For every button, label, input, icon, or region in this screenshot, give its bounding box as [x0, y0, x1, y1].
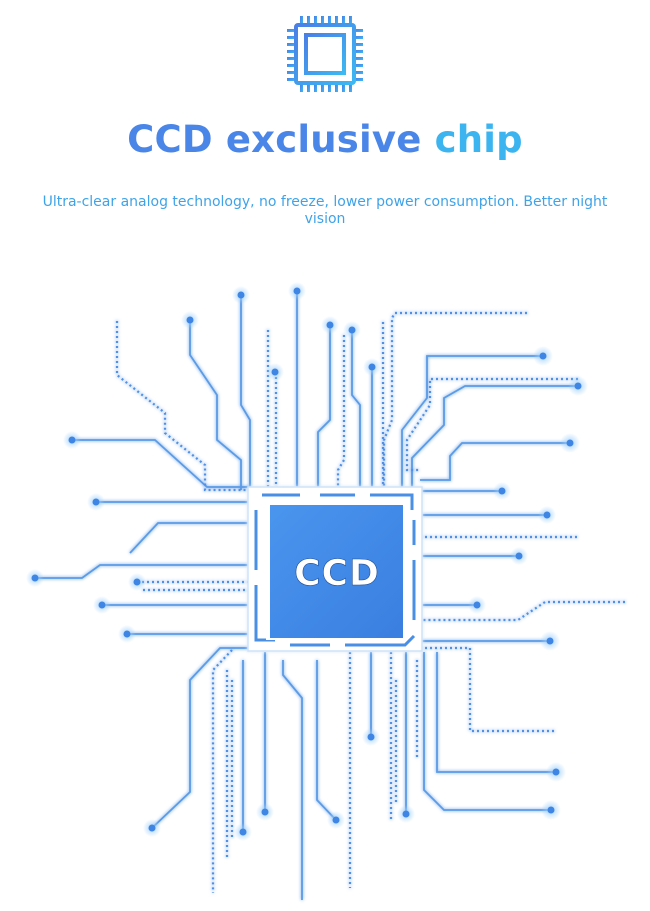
chip-label-ccd: CCD	[294, 553, 380, 594]
trace-endpoint-nodes	[26, 282, 588, 841]
title-part-chip: chip	[434, 118, 523, 161]
solid-traces	[35, 291, 578, 900]
page-title: CCD exclusive chip	[0, 118, 650, 161]
title-part-ccd-exclusive: CCD exclusive	[127, 118, 422, 161]
ccd-circuit-illustration: CCD	[26, 282, 625, 900]
dotted-traces	[115, 311, 625, 893]
ccd-chip-package: CCD	[247, 486, 423, 652]
processor-chip-icon	[287, 16, 363, 92]
page-subtitle: Ultra-clear analog technology, no freeze…	[42, 194, 608, 227]
node-dots	[31, 287, 582, 836]
